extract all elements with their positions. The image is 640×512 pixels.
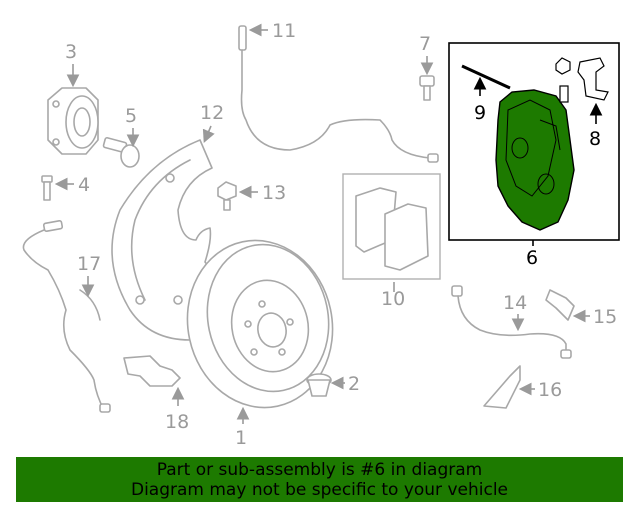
notice-banner: Part or sub-assembly is #6 in diagram Di… — [16, 457, 623, 502]
callout-2: 2 — [348, 373, 360, 395]
hub-bolt-part[interactable] — [102, 136, 140, 168]
callout-8: 8 — [589, 128, 601, 150]
clip-part[interactable] — [545, 289, 575, 321]
brake-rotor-part[interactable] — [172, 227, 348, 421]
callout-16: 16 — [538, 379, 562, 401]
parts-diagram: 3 5 4 11 7 12 13 — [22, 20, 620, 449]
callout-15: 15 — [593, 306, 617, 328]
abs-sensor-right-part[interactable] — [451, 285, 572, 359]
brake-pads-part[interactable] — [342, 173, 441, 280]
callout-17: 17 — [77, 253, 101, 275]
wire-bracket-part[interactable] — [123, 355, 181, 387]
callout-12: 12 — [200, 102, 224, 124]
cover-part[interactable] — [483, 365, 521, 409]
callout-18: 18 — [165, 411, 189, 433]
callout-10: 10 — [381, 288, 405, 310]
bolt-part[interactable] — [41, 175, 53, 201]
callout-13: 13 — [262, 182, 286, 204]
callout-7: 7 — [419, 33, 431, 55]
callout-6: 6 — [526, 247, 538, 269]
wheel-hub-part[interactable] — [47, 87, 99, 155]
caliper-bolt-part[interactable] — [419, 75, 435, 101]
plug-part[interactable] — [306, 373, 332, 397]
callout-9: 9 — [474, 102, 486, 124]
caliper-assembly-part[interactable] — [448, 42, 620, 241]
callout-4: 4 — [78, 174, 90, 196]
callout-3: 3 — [65, 41, 77, 63]
callout-11: 11 — [272, 20, 296, 42]
abs-sensor-wire-part[interactable] — [22, 220, 111, 413]
notice-line-1: Part or sub-assembly is #6 in diagram — [156, 460, 483, 480]
callout-14: 14 — [503, 292, 527, 314]
shield-bolt-part[interactable] — [217, 181, 237, 211]
callout-1: 1 — [235, 427, 247, 449]
notice-line-2: Diagram may not be specific to your vehi… — [130, 480, 508, 500]
callout-5: 5 — [125, 105, 137, 127]
wear-sensor-wire-part[interactable] — [238, 25, 439, 163]
